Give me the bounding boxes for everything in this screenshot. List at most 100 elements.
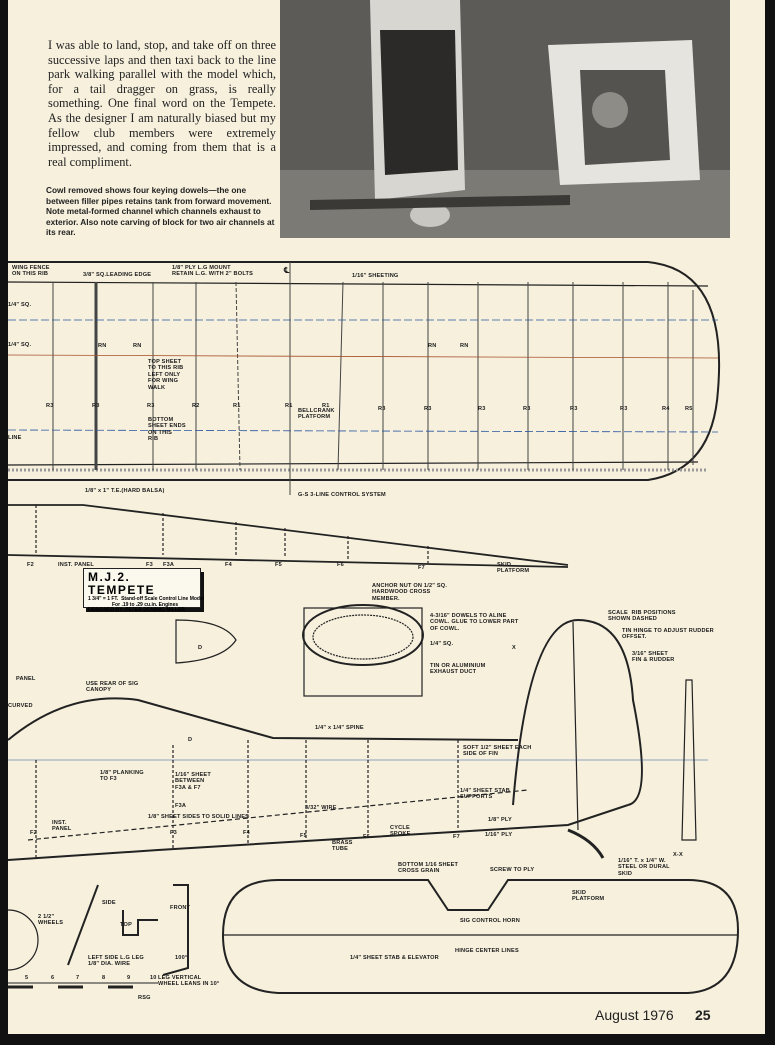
stab-outline (221, 879, 740, 994)
label-rib: R1 (285, 403, 293, 409)
label-tin-hinge: TIN HINGE TO ADJUST RUDDER OFFSET. (622, 628, 714, 641)
label-leading-edge: 3/8" SQ.LEADING EDGE (83, 272, 152, 278)
label-rn: RN (98, 343, 107, 349)
label-section-x: X (512, 645, 516, 651)
label-former: F7 (453, 834, 460, 840)
label-rib: R4 (662, 406, 670, 412)
scale-tick: 8 (102, 975, 106, 981)
artist-initials: RSG (138, 995, 151, 1001)
fin-outline (512, 618, 643, 806)
label-sq-2: 1/4" SQ. (8, 342, 32, 348)
label-rib: R2 (192, 403, 200, 409)
label-sheeting: 1/16" SHEETING (352, 273, 399, 279)
label-top: TOP (120, 922, 132, 928)
label-line: LINE (8, 435, 22, 441)
label-scale-rib: SCALE RIB POSITIONS SHOWN DASHED (608, 610, 676, 623)
label-rn: RN (133, 343, 142, 349)
label-former: F4 (243, 830, 250, 836)
wing-outline (8, 261, 721, 481)
label-stab-sheet: 1/4" SHEET STAB & ELEVATOR (350, 955, 439, 961)
label-inst-panel: INST. PANEL (52, 820, 72, 833)
label-screw: SCREW TO PLY (490, 867, 535, 873)
cowl-photo (280, 0, 730, 238)
label-planking: 1/8" PLANKING TO F3 (100, 770, 144, 783)
label-curved: CURVED (8, 703, 33, 709)
page-number: 25 (695, 1007, 711, 1023)
cowl-section (302, 604, 424, 666)
label-anchor-nut: ANCHOR NUT ON 1/2" SQ. HARDWOOD CROSS ME… (372, 583, 448, 602)
label-bottom-sheet: BOTTOM 1/16 SHEET CROSS GRAIN (398, 862, 459, 875)
label-rib: R3 (46, 403, 54, 409)
label-former: F3 (170, 830, 177, 836)
label-wire: 3/32" WIRE (305, 805, 337, 811)
label-wing-fence: WING FENCE ON THIS RIB (12, 265, 50, 278)
label-former: F4 (225, 562, 232, 568)
label-sheet-sides: 1/8" SHEET SIDES TO SOLID LINES (148, 814, 250, 820)
label-former: F5 (300, 833, 307, 839)
label-rib: R1 (233, 403, 241, 409)
label-bellcrank: BELLCRANK PLATFORM (298, 408, 335, 421)
label-rib: R3 (570, 406, 578, 412)
scale-tick: 7 (76, 975, 80, 981)
label-cycle-spoke: CYCLE SPOKE (390, 825, 411, 838)
fuselage-side-outline (8, 697, 629, 861)
label-canopy: USE REAR OF SIG CANOPY (86, 681, 139, 694)
label-brass-tube: BRASS TUBE (332, 840, 353, 853)
label-rib: R1 (322, 403, 330, 409)
label-hinge-lines: HINGE CENTER LINES (455, 948, 519, 954)
label-d: D (198, 645, 203, 651)
fuselage-top-outline (8, 504, 569, 568)
label-former: F5 (275, 562, 282, 568)
photo-image (280, 0, 730, 238)
plan-scale: 1 3/4" = 1 FT. Stand-off Scale Control L… (88, 596, 205, 602)
label-front: FRONT (170, 905, 191, 911)
label-leg-vertical: LEG VERTICAL WHEEL LEANS IN 10° (158, 975, 220, 988)
label-rib: R3 (378, 406, 386, 412)
label-skid-platform: SKID PLATFORM (572, 890, 605, 903)
label-wheels: 2 1/2" WHEELS (38, 914, 64, 927)
label-sheet-between: 1/16" SHEET BETWEEN F3A & F7 (175, 772, 211, 791)
label-fin-sheet: 3/16" SHEET FIN & RUDDER (632, 651, 675, 664)
scale-tick: 10 (150, 975, 157, 981)
plan-title-box: M.J.2. TEMPETE 1 3/4" = 1 FT. Stand-off … (83, 568, 205, 613)
plan-title: M.J.2. TEMPETE (88, 570, 156, 597)
label-spine: 1/4" x 1/4" SPINE (315, 725, 364, 731)
label-dowels: 4-3/16" DOWELS TO ALINE COWL. GLUE TO LO… (430, 613, 519, 632)
label-former: F3A (163, 562, 175, 568)
label-centerline: ℄ (284, 266, 290, 275)
label-f3a: F3A (175, 803, 187, 809)
label-skid: 1/16" T. x 1/4" W. STEEL OR DURAL SKID (618, 858, 670, 877)
label-sq-1: 1/4" SQ. (8, 302, 32, 308)
label-rib: R3 (92, 403, 100, 409)
label-top-sheet: TOP SHEET TO THIS RIB LEFT ONLY FOR WING… (148, 359, 184, 391)
scale-tick: 6 (51, 975, 55, 981)
label-cowl-sq: 1/4" SQ. (430, 641, 454, 647)
plan-designer: DESIGNED BY: PETER DOMINIC MILLER (88, 607, 185, 614)
label-rib: R3 (620, 406, 628, 412)
label-control-horn: SIG CONTROL HORN (460, 918, 520, 924)
label-rib: R3 (478, 406, 486, 412)
label-d: D (188, 737, 193, 743)
label-panel: PANEL (16, 676, 36, 682)
label-bottom-sheet: BOTTOM SHEET ENDS ON THIS RIB (148, 417, 186, 443)
label-exhaust-duct: TIN OR ALUMINIUM EXHAUST DUCT (430, 663, 486, 676)
article-body: I was able to land, stop, and take off o… (48, 38, 276, 169)
label-rib: R3 (523, 406, 531, 412)
label-former: F6 (337, 562, 344, 568)
label-former: F7 (418, 565, 425, 571)
scale-tick: 5 (25, 975, 29, 981)
label-former: F2 (30, 830, 37, 836)
plan-engines: For .19 to .29 cu.in. Engines (112, 601, 179, 608)
label-rib: R3 (424, 406, 432, 412)
label-lg-leg: LEFT SIDE L.G LEG 1/8" DIA. WIRE (88, 955, 144, 968)
label-ply: 1/16" PLY (485, 832, 513, 838)
label-rib: R3 (147, 403, 155, 409)
magazine-page: I was able to land, stop, and take off o… (8, 0, 765, 1034)
label-former: F3 (146, 562, 153, 568)
label-trailing-edge: 1/8" x 1" T.E.(HARD BALSA) (85, 488, 165, 494)
label-section-xx: X-X (673, 852, 683, 858)
issue-date: August 1976 (595, 1007, 674, 1023)
label-side: SIDE (102, 900, 116, 906)
label-soft-sheet: SOFT 1/2" SHEET EACH SIDE OF FIN (463, 745, 532, 758)
label-rib: R5 (685, 406, 693, 412)
